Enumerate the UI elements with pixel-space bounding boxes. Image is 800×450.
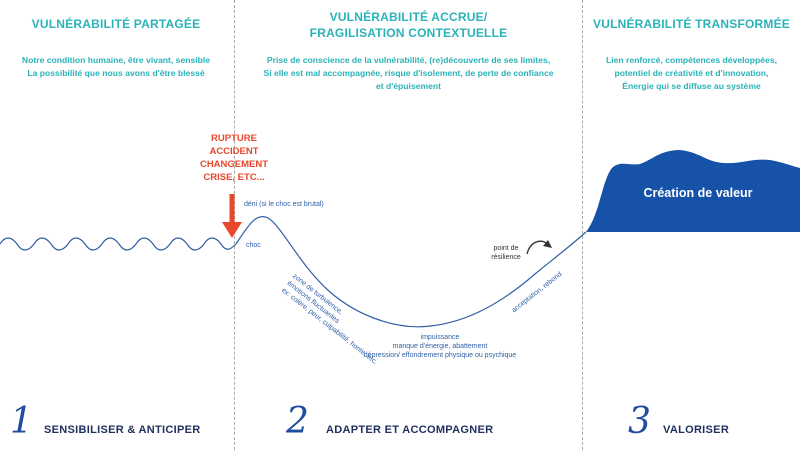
- step-1-number: 1: [10, 401, 33, 442]
- rupture-line: CHANGEMENT: [199, 159, 269, 170]
- wavy-baseline: [0, 237, 237, 251]
- resilience-arrow-icon: [526, 240, 549, 255]
- column-1-desc-line: Notre condition humaine, être vivant, se…: [21, 55, 211, 65]
- column-2-desc-line: Si elle est mal accompagnée, risque d'is…: [263, 68, 554, 78]
- column-1-desc-line: La possibilité que nous avons d'être ble…: [27, 68, 205, 78]
- column-divider-2: [582, 0, 583, 450]
- choc-label: choc: [246, 242, 261, 249]
- bottom-line: manque d'énergie, abattement: [392, 343, 488, 350]
- column-1-description: Notre condition humaine, être vivant, se…: [0, 54, 232, 80]
- column-2-title-line: VULNÉRABILITÉ ACCRUE/: [329, 10, 488, 24]
- bottom-label: impuissance manque d'énergie, abattement…: [340, 333, 540, 360]
- resilience-line: point de: [493, 245, 519, 252]
- column-2-title-line: FRAGILISATION CONTEXTUELLE: [309, 26, 508, 40]
- resilience-curve: [235, 216, 587, 328]
- column-2-desc-line: Prise de conscience de la vulnérabilité,…: [266, 55, 551, 65]
- column-3-title: VULNÉRABILITÉ TRANSFORMÉE: [593, 17, 790, 31]
- column-3-desc-line: potentiel de créativité et d'innovation,: [614, 68, 769, 78]
- step-2-number: 2: [286, 401, 309, 442]
- value-creation-label: Création de valeur: [643, 186, 753, 200]
- column-2-description: Prise de conscience de la vulnérabilité,…: [236, 54, 581, 93]
- rupture-line: ACCIDENT: [209, 146, 259, 157]
- column-3-description: Lien renforcé, compétences développées, …: [583, 54, 800, 93]
- rupture-line: RUPTURE: [211, 133, 257, 144]
- step-2-label: ADAPTER ET ACCOMPAGNER: [326, 424, 494, 436]
- rupture-label: RUPTURE ACCIDENT CHANGEMENT CRISE, ETC..…: [189, 132, 279, 184]
- step-3-label: VALORISER: [663, 424, 730, 436]
- step-1-label: SENSIBILISER & ANTICIPER: [44, 424, 201, 436]
- rupture-line: CRISE, ETC...: [203, 172, 265, 183]
- resilience-arrow-head: [543, 240, 552, 248]
- column-2-title: VULNÉRABILITÉ ACCRUE/ FRAGILISATION CONT…: [236, 9, 581, 41]
- column-3-desc-line: Énergie qui se diffuse au système: [622, 81, 761, 91]
- column-2-desc-line: et d'épuisement: [375, 81, 442, 91]
- deni-label: déni (si le choc est brutal): [244, 201, 324, 208]
- column-1-title: VULNÉRABILITÉ PARTAGÉE: [31, 17, 201, 31]
- step-3-number: 3: [628, 401, 651, 442]
- bottom-line: impuissance: [420, 334, 460, 341]
- resilience-point-label: point de résilience: [484, 244, 528, 262]
- resilience-line: résilience: [491, 254, 521, 261]
- rupture-arrow-head: [222, 222, 242, 238]
- column-3-desc-line: Lien renforcé, compétences développées,: [606, 55, 777, 65]
- value-wave-shape: [586, 150, 800, 232]
- bottom-line: dépression/ effondrement physique ou psy…: [363, 352, 517, 359]
